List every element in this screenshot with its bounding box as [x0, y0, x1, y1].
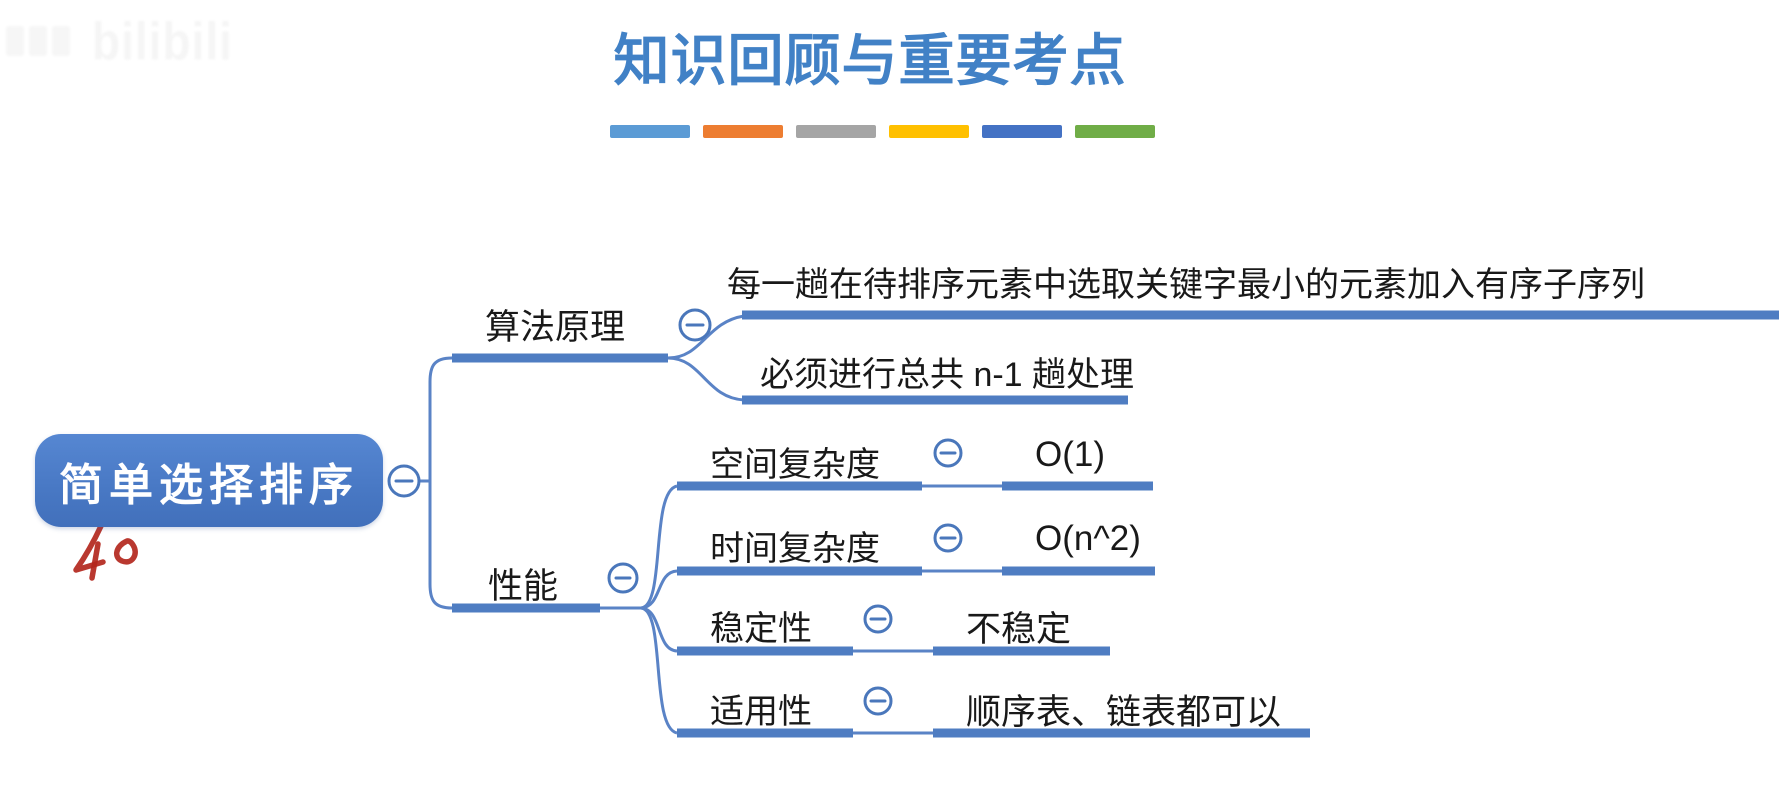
connector-perf-child1: [640, 484, 678, 610]
label-applicability[interactable]: 适用性: [710, 693, 812, 731]
value-applicability[interactable]: 顺序表、链表都可以: [966, 693, 1282, 732]
connector-perf-child2: [640, 569, 678, 610]
divider-bar-orange: [703, 125, 783, 138]
connector-trunk: [428, 356, 453, 610]
collapse-icon-space[interactable]: [933, 438, 963, 468]
collapse-icon-stability[interactable]: [863, 604, 893, 634]
divider-bar-navy: [982, 125, 1062, 138]
branch-label-performance[interactable]: 性能: [488, 567, 559, 606]
handwritten-annotation: [73, 523, 138, 581]
value-stability[interactable]: 不稳定: [966, 610, 1072, 649]
divider-bar-blue: [610, 125, 690, 138]
divider-bar-gold: [889, 125, 969, 138]
leaf-passes-required[interactable]: 必须进行总共 n-1 趟处理: [760, 356, 1135, 394]
collapse-icon-applicability[interactable]: [863, 686, 893, 716]
collapse-icon-algorithm[interactable]: [678, 308, 712, 342]
label-space-complexity[interactable]: 空间复杂度: [710, 446, 880, 484]
value-time-complexity[interactable]: O(n^2): [1035, 519, 1141, 558]
page-title: 知识回顾与重要考点: [613, 29, 1127, 92]
leaf-selection-principle[interactable]: 每一趟在待排序元素中选取关键字最小的元素加入有序子序列: [727, 266, 1645, 304]
connector-perf-child4: [640, 606, 678, 735]
label-stability[interactable]: 稳定性: [710, 610, 812, 648]
connector-algorithm-child2: [667, 356, 745, 402]
divider-bar-gray: [796, 125, 876, 138]
collapse-icon-time[interactable]: [933, 523, 963, 553]
collapse-icon-performance[interactable]: [607, 562, 639, 594]
value-space-complexity[interactable]: O(1): [1035, 435, 1105, 474]
connector-algorithm-child1: [667, 314, 745, 360]
branch-label-algorithm[interactable]: 算法原理: [485, 308, 626, 347]
collapse-icon-root[interactable]: [387, 464, 421, 498]
label-time-complexity[interactable]: 时间复杂度: [710, 530, 880, 568]
root-node-label: 简单选择排序: [59, 460, 359, 510]
divider-bar-green: [1075, 125, 1155, 138]
title-divider: [610, 125, 1155, 138]
connector-perf-child3: [640, 606, 678, 653]
root-node[interactable]: 简单选择排序: [35, 434, 383, 527]
